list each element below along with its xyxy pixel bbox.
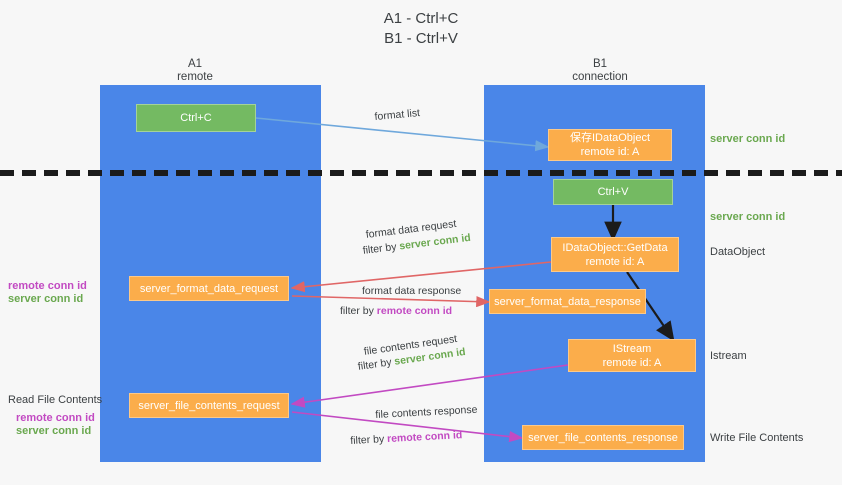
edge-label-format-data-response: format data response <box>362 285 462 297</box>
node-save-idataobject[interactable]: 保存IDataObject remote id: A <box>548 129 672 161</box>
lane-header-a1-text: A1 <box>187 58 203 70</box>
section-divider <box>0 170 842 176</box>
right-label-server-conn-id-top: server conn id <box>710 133 786 145</box>
node-idataobject-getdata[interactable]: IDataObject::GetData remote id: A <box>551 237 679 272</box>
left-label-remote-conn-id-2: remote conn id <box>16 412 95 424</box>
left-label-read-file-contents: Read File Contents <box>8 394 103 406</box>
right-label-istream: Istream <box>710 350 747 362</box>
lane-header-b1-sub: connection <box>572 71 628 83</box>
remote-conn-id-token: remote conn id <box>386 429 463 446</box>
filter-prefix: filter by <box>362 240 401 257</box>
node-ctrl-v[interactable]: Ctrl+V <box>553 179 673 205</box>
filter-prefix: filter by <box>357 355 396 373</box>
right-label-server-conn-id-mid: server conn id <box>710 211 786 223</box>
edge-label-format-list: format list <box>374 107 421 123</box>
lane-header-a1-sub: remote <box>177 71 213 83</box>
lane-header-b1-text: B1 <box>592 58 608 70</box>
page-title: A1 - Ctrl+C B1 - Ctrl+V <box>383 10 459 47</box>
left-label-remote-conn-id-1: remote conn id <box>8 280 87 292</box>
edge-label-format-data-response-filter: filter by remote conn id <box>340 304 452 319</box>
filter-prefix: filter by <box>350 433 388 447</box>
left-label-server-conn-id-1: server conn id <box>8 293 84 305</box>
edge-label-file-contents-response: file contents response <box>375 403 478 421</box>
node-ctrl-c[interactable]: Ctrl+C <box>136 104 256 132</box>
right-label-write-file-contents: Write File Contents <box>710 432 804 444</box>
left-label-server-conn-id-2: server conn id <box>16 425 92 437</box>
node-server-format-data-response[interactable]: server_format_data_response <box>489 289 646 314</box>
edge-label-file-contents-response-filter: filter by remote conn id <box>350 428 463 449</box>
filter-prefix: filter by <box>340 305 377 317</box>
remote-conn-id-token: remote conn id <box>376 305 453 317</box>
node-server-format-data-request[interactable]: server_format_data_request <box>129 276 289 301</box>
right-label-dataobject: DataObject <box>710 246 766 258</box>
node-istream[interactable]: IStream remote id: A <box>568 339 696 372</box>
node-server-file-contents-request[interactable]: server_file_contents_request <box>129 393 289 418</box>
node-server-file-contents-response[interactable]: server_file_contents_response <box>522 425 684 450</box>
